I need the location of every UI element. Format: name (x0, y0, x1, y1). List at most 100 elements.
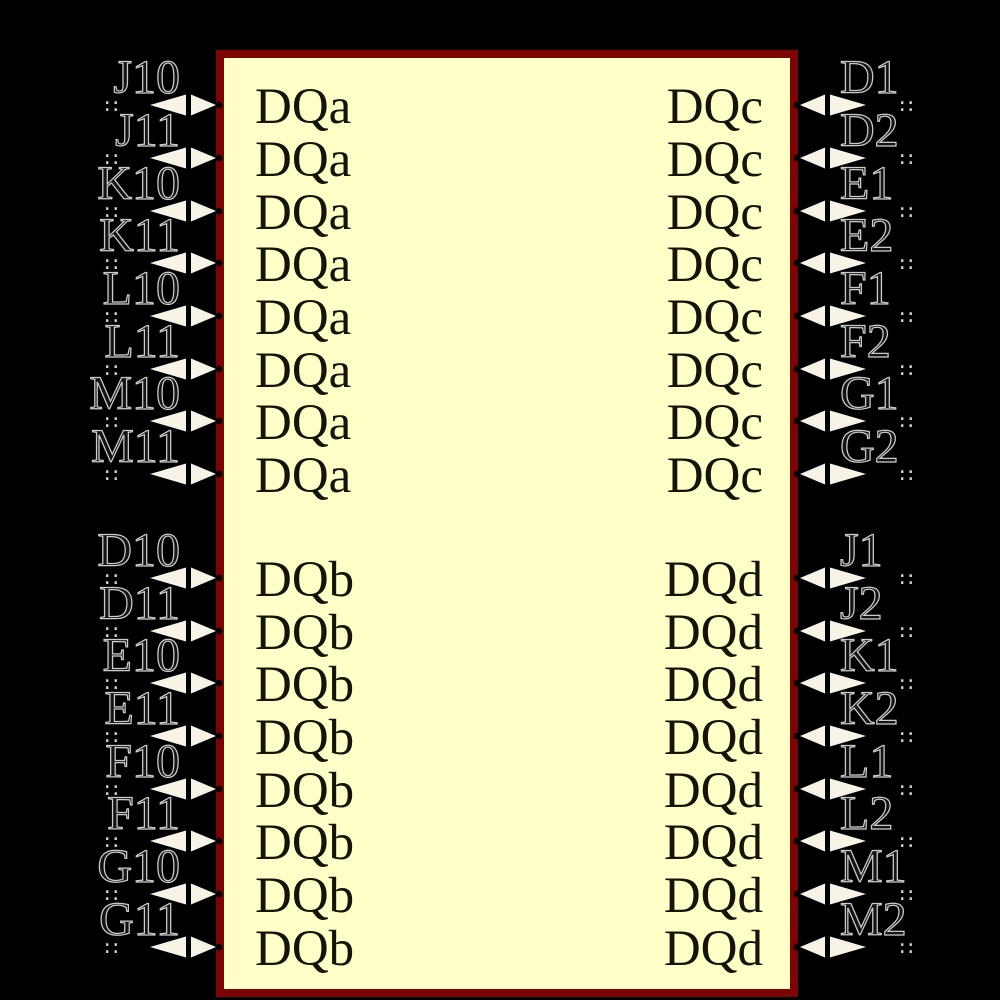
pin-number-label[interactable]: F11 (106, 787, 180, 841)
pin-name-label[interactable]: DQd (663, 815, 763, 872)
bidirectional-pin-arrow-icon[interactable] (793, 463, 866, 485)
pin-number-label[interactable]: J10 (113, 51, 181, 105)
bidirectional-pin-arrow-icon[interactable] (150, 620, 223, 642)
pin-name-label[interactable]: DQa (255, 395, 352, 452)
pin-name-label[interactable]: DQb (255, 762, 355, 819)
bidirectional-pin-arrow-icon[interactable] (793, 936, 866, 958)
pin-name-label[interactable]: DQc (666, 79, 763, 136)
pin-name-label[interactable]: DQd (663, 868, 763, 925)
pin-name-label[interactable]: DQd (663, 604, 763, 661)
pin-name-label[interactable]: DQa (255, 131, 352, 188)
bidirectional-pin-arrow-icon[interactable] (793, 672, 866, 694)
bidirectional-pin-arrow-icon[interactable] (793, 778, 866, 800)
bidirectional-pin-arrow-icon[interactable] (150, 305, 223, 327)
pin-number-label[interactable]: J1 (839, 523, 883, 577)
pin-name-label[interactable]: DQa (255, 184, 352, 241)
pin-name-label[interactable]: DQc (666, 131, 763, 188)
pin-name-label[interactable]: DQa (255, 448, 352, 505)
pin-number-label[interactable]: D10 (97, 523, 181, 577)
pin-number-label[interactable]: E2 (839, 209, 894, 263)
pin-number-label[interactable]: K2 (839, 682, 899, 735)
bidirectional-pin-arrow-icon[interactable] (793, 410, 866, 432)
pin-number-label[interactable]: G11 (98, 892, 180, 946)
pin-name-label[interactable]: DQa (255, 342, 352, 399)
bidirectional-pin-arrow-icon[interactable] (793, 620, 866, 642)
pin-name-label[interactable]: DQd (663, 551, 763, 608)
pin-name-label[interactable]: DQb (255, 815, 355, 872)
pin-number-label[interactable]: J11 (114, 103, 180, 157)
pin-name-label[interactable]: DQc (666, 237, 763, 294)
pin-name-label[interactable]: DQb (255, 920, 355, 977)
pin-number-label[interactable]: D1 (839, 51, 899, 105)
bidirectional-pin-arrow-icon[interactable] (150, 883, 223, 905)
pin-number-label[interactable]: J2 (839, 576, 883, 630)
pin-number-label[interactable]: M2 (839, 892, 907, 946)
pin-name-label[interactable]: DQa (255, 79, 352, 136)
bidirectional-pin-arrow-icon[interactable] (150, 358, 223, 380)
pin-name-label[interactable]: DQb (255, 710, 355, 766)
pin-name-label[interactable]: DQa (255, 237, 352, 294)
pin-number-label[interactable]: F1 (839, 262, 891, 315)
bidirectional-pin-arrow-icon[interactable] (150, 410, 223, 432)
pin-number-label[interactable]: E1 (839, 156, 894, 210)
bidirectional-pin-arrow-icon[interactable] (150, 725, 223, 747)
bidirectional-pin-arrow-icon[interactable] (793, 567, 866, 589)
bidirectional-pin-arrow-icon[interactable] (150, 936, 223, 958)
pin-number-label[interactable]: G1 (839, 367, 899, 421)
bidirectional-pin-arrow-icon[interactable] (150, 252, 223, 274)
bidirectional-pin-arrow-icon[interactable] (150, 463, 223, 485)
bidirectional-pin-arrow-icon[interactable] (150, 672, 223, 694)
bidirectional-pin-arrow-icon[interactable] (793, 883, 866, 905)
pin-number-label[interactable]: L11 (104, 314, 181, 368)
pin-number-label[interactable]: D11 (98, 576, 180, 630)
bidirectional-pin-arrow-icon[interactable] (793, 94, 866, 116)
pin-name-label[interactable]: DQd (663, 657, 763, 714)
pin-name-label[interactable]: DQc (666, 290, 763, 346)
bidirectional-pin-arrow-icon[interactable] (150, 94, 223, 116)
pin-number-label[interactable]: D2 (839, 103, 899, 157)
pin-number-label[interactable]: L2 (839, 787, 894, 841)
pin-properties-marker: :: (101, 357, 122, 380)
bidirectional-pin-arrow-icon[interactable] (793, 200, 866, 222)
pin-name-label[interactable]: DQd (663, 710, 763, 766)
bidirectional-pin-arrow-icon[interactable] (150, 200, 223, 222)
pin-number-label[interactable]: K11 (98, 209, 180, 263)
pin-name-label[interactable]: DQb (255, 868, 355, 925)
pin-properties-marker: :: (896, 672, 917, 695)
pin-number-label[interactable]: L1 (839, 734, 894, 788)
pin-number-label[interactable]: K10 (97, 156, 181, 210)
bidirectional-pin-arrow-icon[interactable] (150, 778, 223, 800)
bidirectional-pin-arrow-icon[interactable] (793, 147, 866, 169)
pin-name-label[interactable]: DQd (663, 762, 763, 819)
pin-name-label[interactable]: DQb (255, 551, 355, 608)
bidirectional-pin-arrow-icon[interactable] (793, 305, 866, 327)
pin-name-label[interactable]: DQa (255, 290, 352, 346)
bidirectional-pin-arrow-icon[interactable] (150, 830, 223, 852)
pin-number-label[interactable]: G10 (97, 840, 181, 894)
pin-name-label[interactable]: DQc (666, 448, 763, 505)
pin-name-label[interactable]: DQc (666, 395, 763, 452)
pin-number-label[interactable]: M1 (839, 840, 907, 894)
pin-number-label[interactable]: F10 (105, 734, 181, 788)
pin-number-label[interactable]: M10 (89, 367, 181, 421)
bidirectional-pin-arrow-icon[interactable] (793, 830, 866, 852)
pin-name-label[interactable]: DQc (666, 342, 763, 399)
bidirectional-pin-arrow-icon[interactable] (150, 147, 223, 169)
pin-number-label[interactable]: L10 (102, 262, 181, 315)
pin-number-label[interactable]: G2 (839, 420, 899, 474)
pin-number-label[interactable]: E11 (104, 682, 181, 735)
bidirectional-pin-arrow-icon[interactable] (793, 725, 866, 747)
pin-number-label[interactable]: E10 (102, 629, 181, 683)
bidirectional-pin-arrow-icon[interactable] (793, 252, 866, 274)
pin-name-label[interactable]: DQc (666, 184, 763, 241)
pin-number-label[interactable]: M11 (90, 420, 180, 474)
pin-name-label[interactable]: DQd (663, 920, 763, 977)
pin-number-label[interactable]: F2 (839, 314, 891, 368)
bidirectional-pin-arrow-icon[interactable] (150, 567, 223, 589)
bidirectional-pin-arrow-icon[interactable] (793, 358, 866, 380)
ic-symbol-body[interactable] (216, 50, 798, 997)
pin-name-label[interactable]: DQb (255, 657, 355, 714)
pin-properties-marker: :: (896, 252, 917, 275)
pin-number-label[interactable]: K1 (839, 629, 899, 683)
pin-name-label[interactable]: DQb (255, 604, 355, 661)
